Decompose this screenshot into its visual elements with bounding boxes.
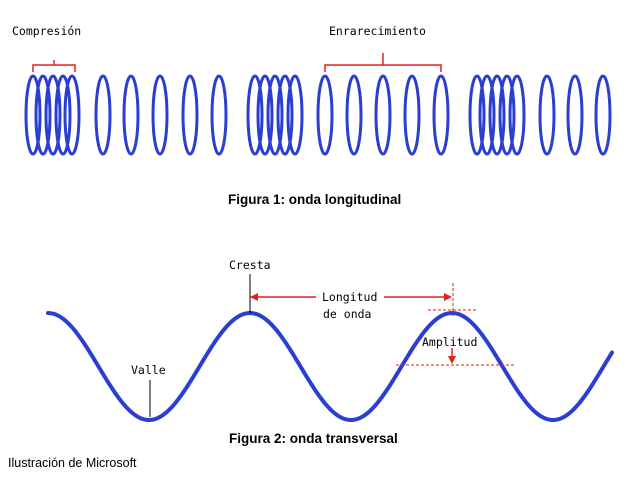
longitudinal-ring <box>44 74 62 156</box>
longitudinal-ring <box>286 74 304 156</box>
transverse-wave-figure: Cresta Longitud de onda Amplitud Valle F… <box>46 258 614 446</box>
compression-label: Compresión <box>12 24 81 38</box>
longitudinal-ring <box>594 74 612 156</box>
longitudinal-ring <box>566 74 584 156</box>
wavelength-label-line1: Longitud <box>322 290 377 304</box>
longitudinal-ring <box>432 74 450 156</box>
longitudinal-ring <box>488 74 506 156</box>
crest-label: Cresta <box>229 258 271 272</box>
longitudinal-ring <box>181 74 199 156</box>
longitudinal-ring <box>210 74 228 156</box>
longitudinal-ring <box>538 74 556 156</box>
longitudinal-ring <box>345 74 363 156</box>
longitudinal-ring <box>122 74 140 156</box>
trough-label: Valle <box>131 363 166 377</box>
illustration-credit: Ilustración de Microsoft <box>8 456 137 470</box>
figure2-caption: Figura 2: onda transversal <box>229 431 398 446</box>
longitudinal-ring <box>246 74 264 156</box>
longitudinal-ring <box>374 74 392 156</box>
longitudinal-ring <box>34 74 52 156</box>
longitudinal-ring <box>403 74 421 156</box>
longitudinal-wave-rings <box>24 74 612 156</box>
longitudinal-ring <box>468 74 486 156</box>
longitudinal-ring <box>508 74 526 156</box>
longitudinal-ring <box>266 74 284 156</box>
longitudinal-ring <box>316 74 334 156</box>
longitudinal-ring <box>151 74 169 156</box>
amplitude-label: Amplitud <box>422 335 477 349</box>
rarefaction-bracket <box>324 53 442 72</box>
longitudinal-ring <box>276 74 294 156</box>
amplitude-marker <box>396 309 516 366</box>
longitudinal-ring <box>24 74 42 156</box>
longitudinal-ring <box>256 74 274 156</box>
wavelength-label-line2: de onda <box>323 307 371 321</box>
longitudinal-ring <box>94 74 112 156</box>
longitudinal-ring <box>478 74 496 156</box>
transverse-wave-curve <box>46 310 614 422</box>
longitudinal-ring <box>54 74 72 156</box>
compression-bracket <box>32 60 76 72</box>
longitudinal-wave-figure: Compresión Enrarecimiento Figura 1: onda… <box>12 24 612 207</box>
longitudinal-ring <box>498 74 516 156</box>
rarefaction-label: Enrarecimiento <box>329 24 426 38</box>
longitudinal-ring <box>63 74 81 156</box>
figure1-caption: Figura 1: onda longitudinal <box>228 192 401 207</box>
